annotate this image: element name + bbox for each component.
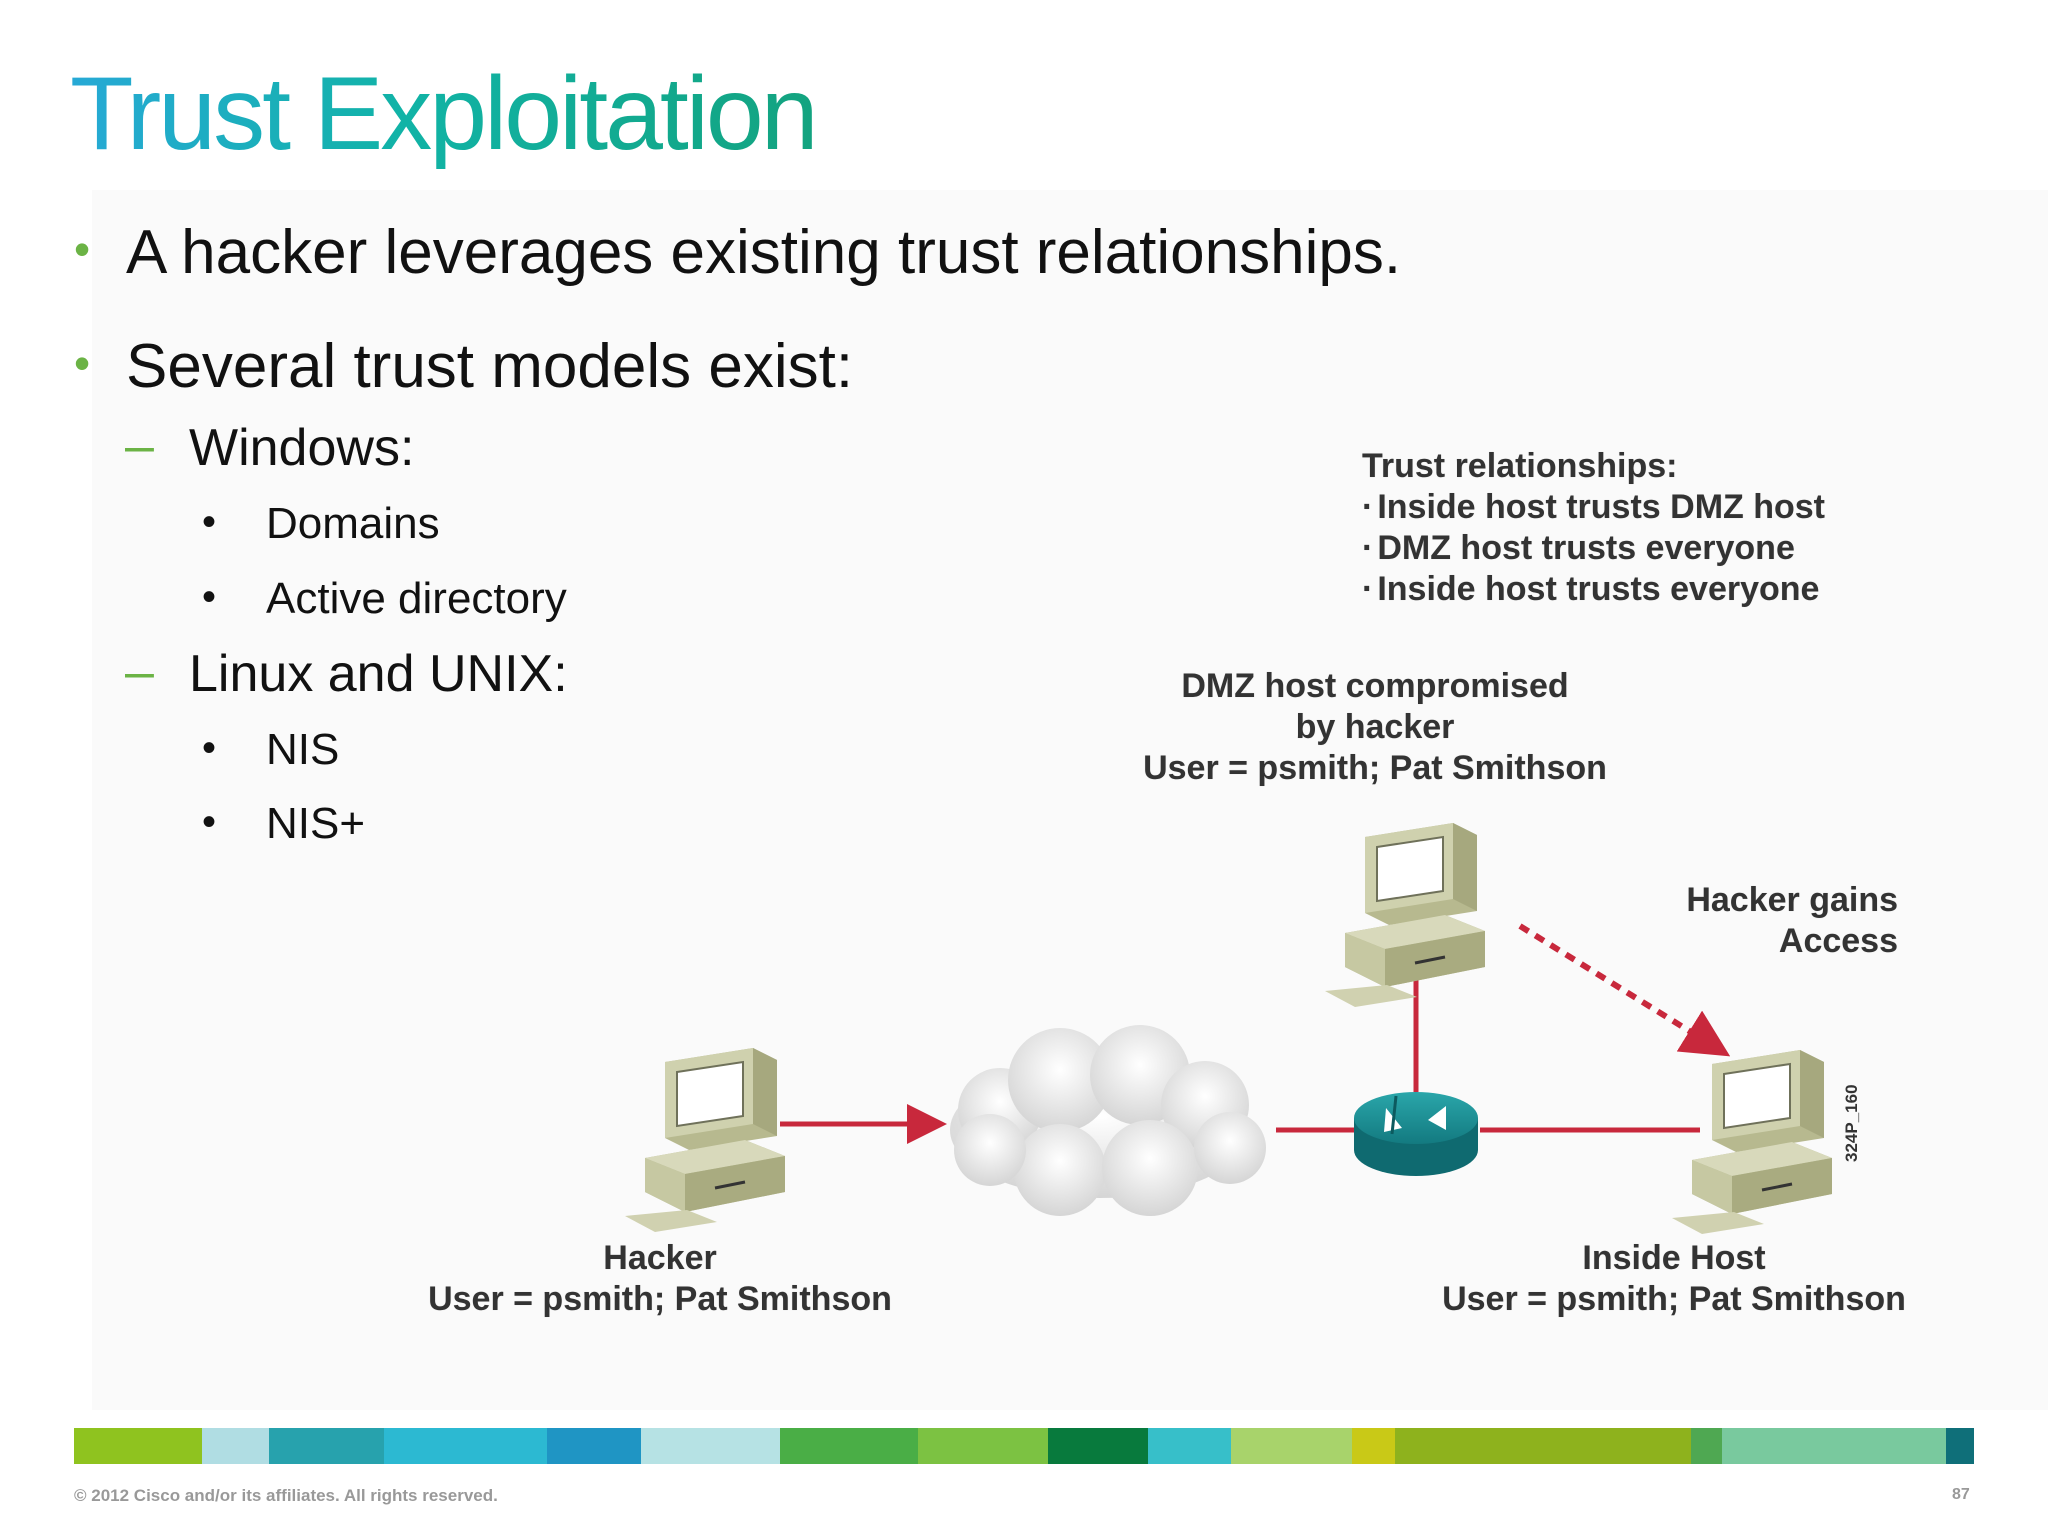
slide-title: Trust Exploitation <box>70 56 819 172</box>
color-bar-segment <box>1231 1428 1352 1464</box>
color-bar-segment <box>1394 1428 1691 1464</box>
trust-item: ·Inside host trusts everyone <box>1362 570 1820 608</box>
sub-sub-bullet-item: • Domains <box>202 499 440 548</box>
color-bar-segment <box>201 1428 270 1464</box>
sub-sub-bullet-text: NIS+ <box>266 799 366 848</box>
bullet-marker: • <box>202 800 217 844</box>
color-bar-segment <box>269 1428 384 1464</box>
sub-sub-bullet-item: • NIS+ <box>202 799 366 848</box>
hacker-access-dashed-arrow <box>1518 923 1731 1057</box>
bullet-marker: • <box>202 500 217 544</box>
sub-sub-bullet-item: • Active directory <box>202 574 567 623</box>
color-bar-segment <box>1721 1428 1947 1464</box>
color-bar-segment <box>1690 1428 1722 1464</box>
color-bar-segment <box>1147 1428 1232 1464</box>
hacker-computer-icon <box>625 1046 787 1234</box>
color-bar-segment <box>640 1428 780 1464</box>
bullet-marker: • <box>74 337 91 389</box>
color-bar-segment <box>917 1428 1049 1464</box>
router-icon <box>1354 1092 1478 1176</box>
bullet-marker: • <box>202 726 217 770</box>
sub-bullet-text: Linux and UNIX: <box>189 645 568 703</box>
hacker-label: Hacker User = psmith; Pat Smithson <box>428 1239 892 1318</box>
figure-code: 324P_160 <box>1842 1084 1861 1162</box>
bullet-marker: • <box>74 223 91 275</box>
sub-bullet-text: Windows: <box>189 419 415 477</box>
bullet-item: • Several trust models exist: <box>74 336 853 398</box>
sub-sub-bullet-text: Active directory <box>266 574 567 623</box>
hacker-gains-access-label: Hacker gains Access <box>1686 881 1898 960</box>
sub-sub-bullet-text: NIS <box>266 725 340 774</box>
sub-bullet-item: – Linux and UNIX: <box>125 645 568 703</box>
color-bar-segment <box>1946 1428 1974 1464</box>
color-bar-segment <box>1351 1428 1395 1464</box>
dash-marker: – <box>125 417 154 475</box>
dmz-host-label: DMZ host compromised by hacker User = ps… <box>1143 667 1607 787</box>
internet-cloud-icon <box>950 1025 1266 1216</box>
color-bar-segment <box>1048 1428 1148 1464</box>
sub-bullet-item: – Windows: <box>125 419 415 477</box>
sub-sub-bullet-item: • NIS <box>202 725 340 774</box>
color-bar-segment <box>383 1428 547 1464</box>
inside-host-computer-icon <box>1672 1048 1834 1236</box>
bullet-marker: • <box>202 575 217 619</box>
bullet-item: • A hacker leverages existing trust rela… <box>74 222 1401 284</box>
inside-host-label: Inside Host User = psmith; Pat Smithson <box>1442 1239 1906 1318</box>
color-bar-segment <box>546 1428 641 1464</box>
color-bar-segment <box>779 1428 918 1464</box>
dash-marker: – <box>125 643 154 701</box>
sub-sub-bullet-text: Domains <box>266 499 440 548</box>
color-bar-segment <box>74 1428 202 1464</box>
bullet-text: Several trust models exist: <box>126 332 854 401</box>
footer-color-bar <box>74 1428 1974 1464</box>
page-number: 87 <box>1952 1486 1970 1503</box>
trust-relationships-box: Trust relationships: ·Inside host trusts… <box>1362 446 1825 610</box>
dmz-host-computer-icon <box>1325 821 1487 1009</box>
trust-title: Trust relationships: <box>1362 447 1678 485</box>
trust-item: ·Inside host trusts DMZ host <box>1362 488 1826 526</box>
bullet-text: A hacker leverages existing trust relati… <box>126 218 1402 287</box>
copyright-text: © 2012 Cisco and/or its affiliates. All … <box>74 1486 498 1505</box>
trust-item: ·DMZ host trusts everyone <box>1362 529 1795 567</box>
